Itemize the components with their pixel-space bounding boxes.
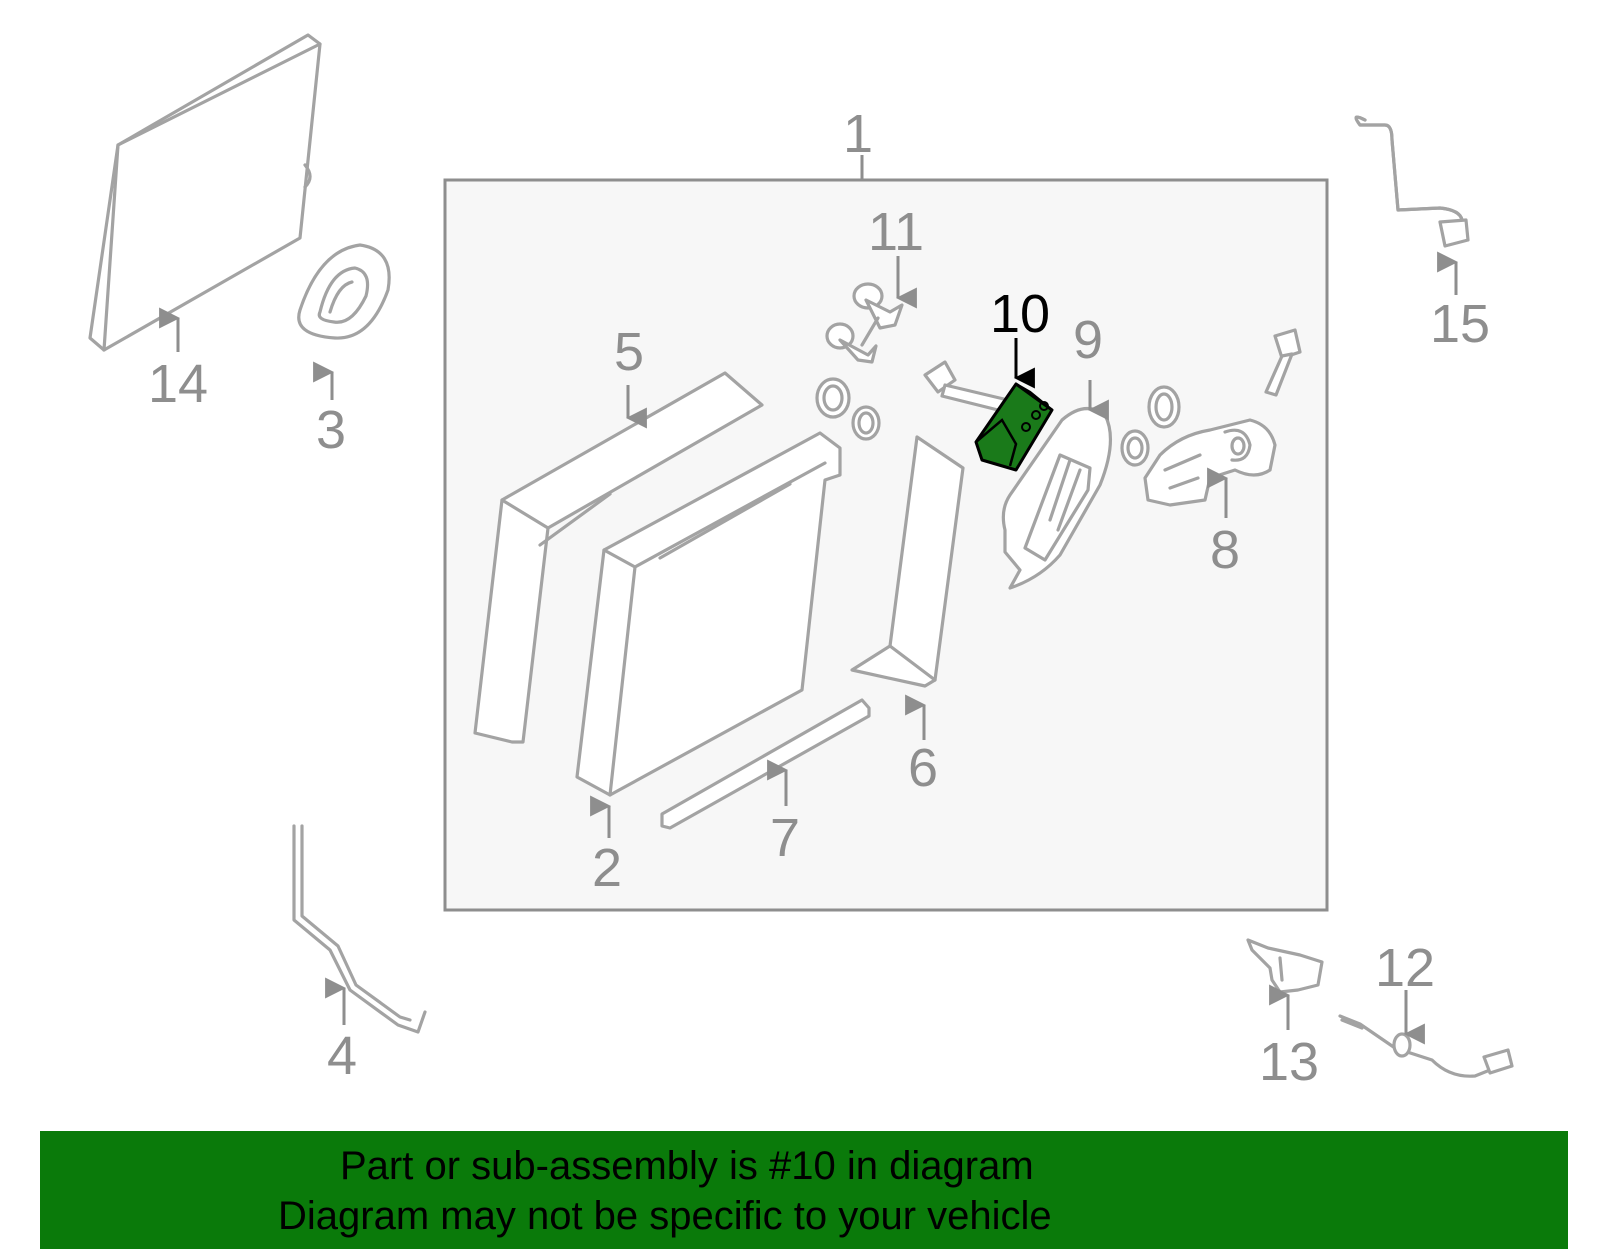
part-5-cover	[473, 371, 764, 744]
callout-11: 11	[868, 202, 924, 262]
part-8-block	[1143, 418, 1277, 507]
callout-14: 14	[148, 354, 208, 414]
callout-7: 7	[770, 808, 800, 868]
o-rings-right	[1120, 385, 1181, 467]
callout-2: 2	[592, 838, 622, 898]
callout-8: 8	[1210, 520, 1240, 580]
part-13-clip	[1246, 938, 1324, 994]
callout-10: 10	[990, 284, 1050, 344]
part-14-filter	[88, 33, 322, 352]
part-2-evaporator	[575, 431, 842, 797]
part-12-sensor	[1338, 1014, 1514, 1078]
part-10-expansion-valve	[974, 382, 1054, 472]
part-7-strip	[660, 698, 871, 830]
part-9-gasket	[1001, 407, 1113, 590]
callout-1: 1	[843, 104, 873, 164]
part-15-hose	[1354, 115, 1470, 248]
assembly-box	[443, 178, 1329, 912]
callout-6: 6	[908, 738, 938, 798]
bolt-right	[1264, 328, 1302, 397]
info-banner: Part or sub-assembly is #10 in diagram D…	[40, 1131, 1568, 1249]
callout-5: 5	[614, 322, 644, 382]
o-rings-left	[815, 377, 881, 441]
callout-15: 15	[1430, 294, 1490, 354]
callout-9: 9	[1073, 310, 1103, 370]
callout-4: 4	[327, 1026, 357, 1086]
part-6-panel	[850, 435, 965, 688]
part-3-seal	[297, 243, 391, 340]
callout-13: 13	[1259, 1032, 1319, 1092]
banner-line-2: Diagram may not be specific to your vehi…	[278, 1194, 1052, 1238]
part-4-drain-tube	[292, 824, 427, 1034]
callout-12: 12	[1375, 938, 1435, 998]
callout-3: 3	[316, 400, 346, 460]
bolt-left	[923, 360, 1010, 414]
part-11-fittings	[825, 282, 904, 364]
banner-line-1: Part or sub-assembly is #10 in diagram	[340, 1144, 1034, 1188]
